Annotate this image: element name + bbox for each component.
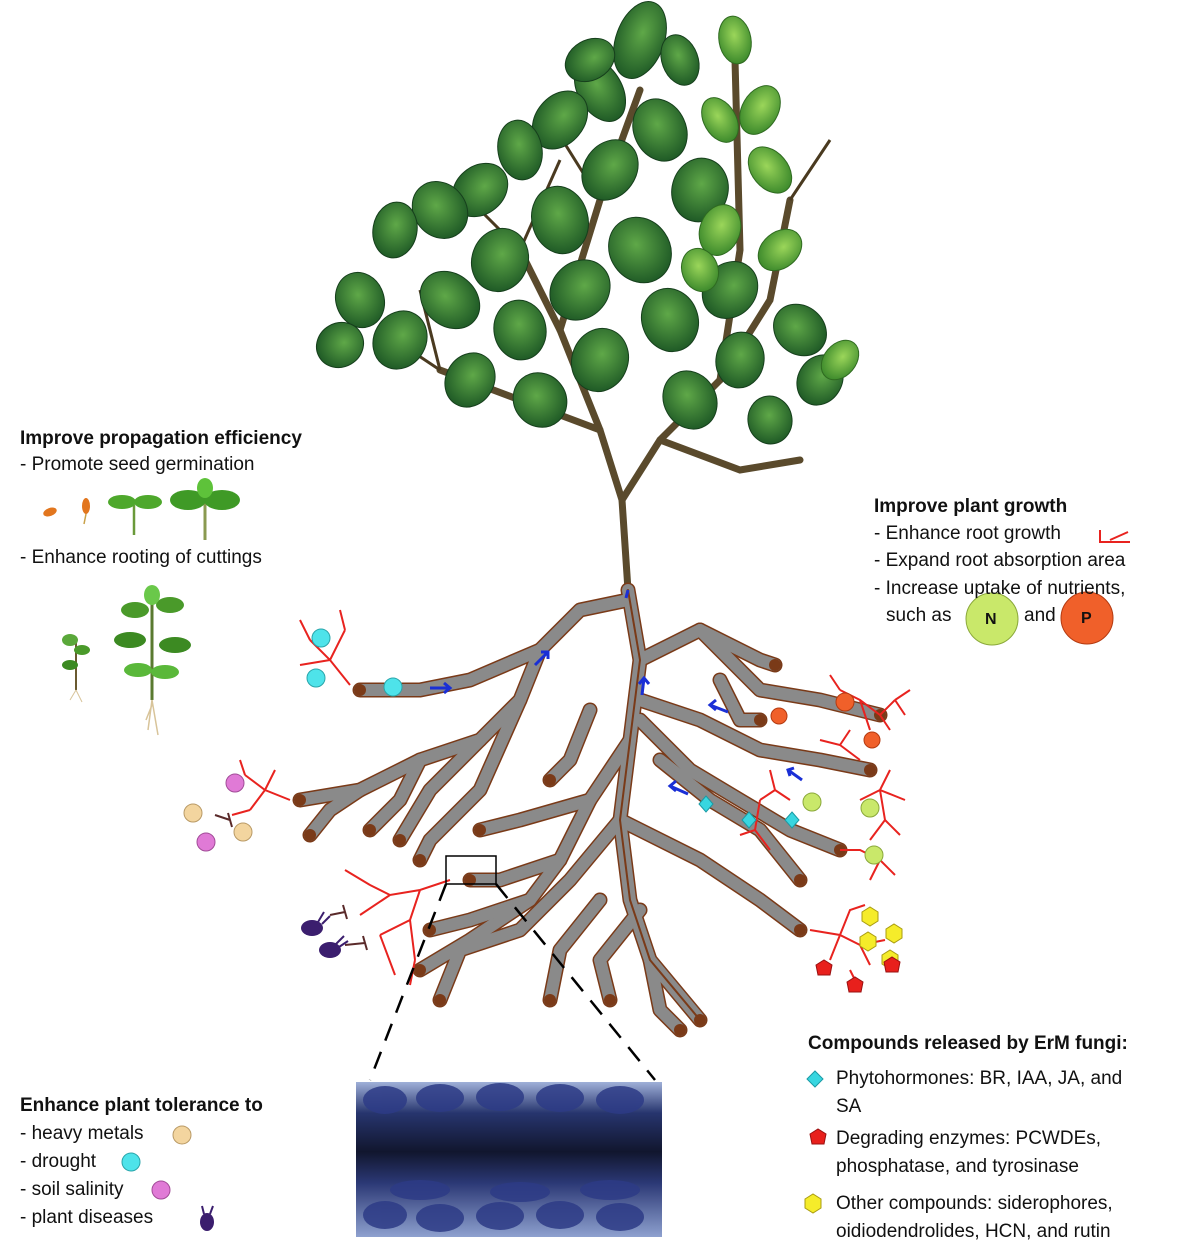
other-compound-legend-icon [804, 1193, 822, 1214]
transport-arrows [430, 589, 803, 796]
propagation-item-cuttings: - Enhance rooting of cuttings [20, 547, 262, 568]
salinity-symbols [196, 773, 245, 852]
drought-symbols [306, 628, 403, 697]
heavy-metal-legend-icon [172, 1125, 192, 1145]
salinity-legend-icon [151, 1180, 171, 1200]
nitrogen-symbols [802, 792, 884, 865]
phytohormone-legend-icon [806, 1070, 824, 1088]
growth-item-nutrients: - Increase uptake of nutrients, [874, 578, 1126, 599]
compounds-phyto-line2: SA [836, 1096, 862, 1117]
compounds-title: Compounds released by ErM fungi: [808, 1033, 1128, 1054]
zoom-indicator [368, 855, 656, 1081]
tolerance-item-diseases: - plant diseases [20, 1207, 154, 1228]
tolerance-item-salinity: - soil salinity [20, 1179, 124, 1200]
growth-item-root: - Enhance root growth [874, 523, 1061, 544]
inhibition-marks [214, 812, 368, 951]
cutting-rooting-icons [62, 585, 191, 736]
propagation-item-seed: - Promote seed germination [20, 454, 255, 475]
heavy-metal-symbols [183, 803, 253, 842]
growth-item-such-as: such as [886, 605, 952, 626]
phosphorus-badge [1060, 591, 1114, 645]
propagation-title: Improve propagation efficiency [20, 428, 302, 449]
shrub-canopy [315, 1, 860, 594]
phytohormone-symbols [698, 795, 800, 829]
tolerance-item-metals: - heavy metals [20, 1123, 144, 1144]
growth-item-area: - Expand root absorption area [874, 550, 1126, 571]
root-system [292, 582, 888, 1038]
compounds-other-line2: oidiodendrolides, HCN, and rutin [836, 1221, 1111, 1242]
microscopy-inset [356, 1082, 662, 1237]
root-growth-icon [1099, 530, 1130, 543]
compounds-enzymes-line1: Degrading enzymes: PCWDEs, [836, 1128, 1102, 1149]
phosphorus-label: P [1081, 610, 1092, 627]
other-compound-symbols [859, 906, 903, 970]
nitrogen-badge [965, 592, 1019, 646]
growth-item-and: and [1024, 605, 1056, 626]
enzyme-symbols [815, 956, 901, 993]
drought-legend-icon [121, 1152, 141, 1172]
pathogen-legend-icon [200, 1205, 214, 1231]
tolerance-item-drought: - drought [20, 1151, 97, 1172]
enzyme-legend-icon [809, 1128, 827, 1145]
pathogen-symbols [301, 911, 349, 958]
growth-title: Improve plant growth [874, 496, 1068, 517]
phosphorus-symbols [770, 692, 881, 749]
tolerance-title: Enhance plant tolerance to [20, 1095, 263, 1116]
seed-germination-icons [43, 478, 240, 540]
compounds-enzymes-line2: phosphatase, and tyrosinase [836, 1156, 1079, 1177]
nitrogen-label: N [985, 611, 997, 628]
compounds-other-line1: Other compounds: siderophores, [836, 1193, 1113, 1214]
compounds-phyto-line1: Phytohormones: BR, IAA, JA, and [836, 1068, 1123, 1089]
